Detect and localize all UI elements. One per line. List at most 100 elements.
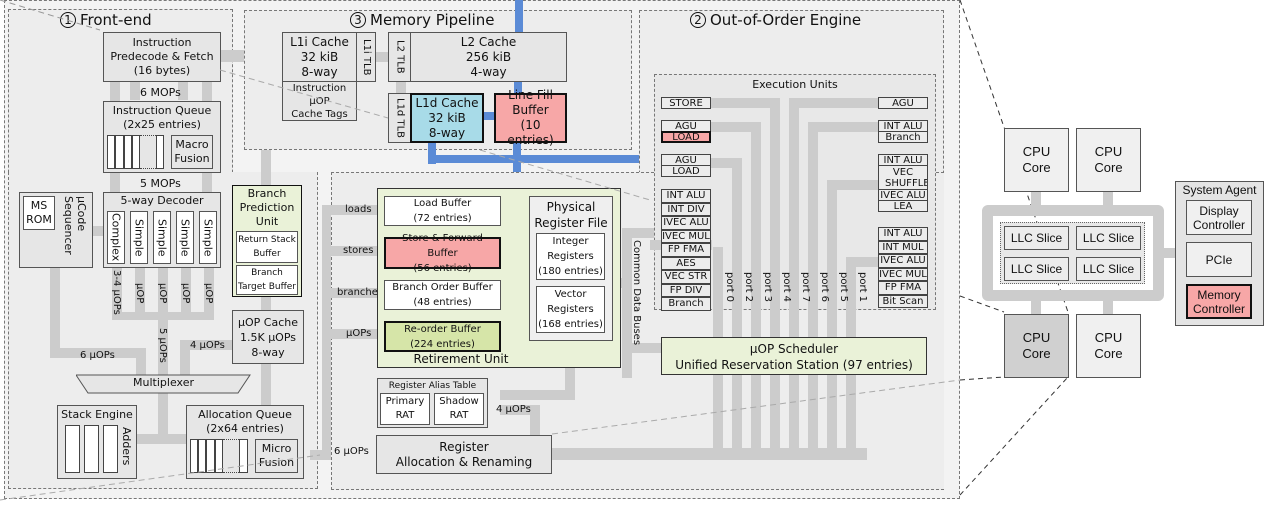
path — [202, 170, 212, 195]
label: 32 kiB — [300, 49, 339, 64]
label: Controller — [1192, 217, 1246, 232]
label: 8-way — [428, 125, 466, 140]
execution-units-title: Execution Units — [752, 78, 838, 91]
path — [110, 170, 120, 195]
label: Instruction Queue — [112, 104, 212, 117]
return-stack-buffer: Return Stack Buffer — [236, 231, 298, 263]
label: (180 entries) — [538, 266, 603, 277]
port-bus — [808, 122, 818, 460]
label: Registers — [547, 251, 594, 262]
uops-path — [322, 329, 380, 339]
decoder-complex: Complex — [107, 211, 125, 264]
input-label-branches: branches — [337, 287, 384, 298]
core-ring-link — [1031, 180, 1041, 210]
port-bus — [789, 98, 879, 108]
alloc-to-cache-path — [261, 355, 271, 405]
eu-port1-group: INT ALU INT MUL IVEC ALU IVEC MUL FP FMA… — [878, 227, 928, 308]
cpu-core: CPU Core — [1076, 128, 1141, 192]
mops-5-label: 5 MOPs — [140, 177, 181, 190]
label: L2 Cache — [460, 34, 517, 49]
port-bus — [827, 180, 879, 190]
label: Buffer — [512, 103, 549, 117]
path — [158, 268, 168, 318]
label: 8-way — [251, 345, 285, 359]
label: Macro — [175, 138, 209, 151]
primary-rat-box: Primary RAT — [380, 393, 430, 425]
uops-4-label: 4 µOPs — [190, 340, 225, 351]
label: RAT — [449, 410, 469, 421]
label: System Agent — [1182, 183, 1257, 197]
core-ring-link — [1103, 180, 1113, 210]
label: (2x64 entries) — [206, 422, 284, 435]
label: PCIe — [1205, 252, 1233, 267]
label: 1.5K µOPs — [239, 330, 297, 344]
llc-slice: LLC Slice — [1076, 257, 1141, 281]
register-renaming-box: Register Allocation & Renaming — [376, 435, 552, 474]
branches-path — [322, 288, 380, 298]
l2-cache-box: L2 Cache 256 kiB 4-way — [410, 32, 567, 82]
label: 8-way — [301, 64, 338, 79]
port-label: port 7 — [800, 272, 811, 303]
section-number-1: 1 — [60, 12, 76, 28]
port-bus — [846, 257, 880, 267]
mops-6-label: 6 MOPs — [140, 86, 181, 99]
label: Fusion — [174, 152, 210, 165]
path — [110, 80, 120, 110]
cpu-core: CPU Core — [1004, 128, 1069, 192]
section-number-3: 3 — [350, 12, 366, 28]
uops-6-rename-label: 6 µOPs — [334, 446, 369, 457]
multiplexer — [76, 374, 251, 394]
display-controller-box: Display Controller — [1186, 200, 1252, 235]
label: (56 entries) — [413, 262, 472, 274]
line-fill-buffer-box: Line Fill Buffer (10 entries) — [494, 88, 567, 147]
decoder-output-label: µOP — [134, 283, 145, 304]
eu-unit: INT ALU — [661, 189, 711, 203]
integer-registers-box: Integer Registers (180 entries) — [536, 233, 605, 280]
section-title: Front-end — [80, 11, 152, 29]
store-forward-buffer-box: Store & Forward Buffer (56 entries) — [384, 233, 501, 274]
label: (168 entries) — [538, 319, 603, 330]
port-label: port 2 — [743, 272, 754, 303]
label: 5-way Decoder — [120, 194, 204, 207]
memory-controller-box: Memory Controller — [1186, 284, 1252, 319]
section-title: Memory Pipeline — [370, 11, 495, 29]
decoder-simple: Simple — [130, 211, 148, 264]
uops-6-label: 6 µOPs — [80, 350, 115, 361]
label: Store & Forward Buffer — [402, 232, 483, 259]
reorder-buffer-box: Re-order Buffer (224 entries) — [384, 321, 501, 352]
path — [178, 80, 188, 100]
label: Prediction — [239, 201, 295, 214]
adder-slot — [84, 425, 99, 473]
decoder-output-label: µOP — [157, 283, 168, 304]
iq-slots — [107, 135, 164, 169]
label: (72 entries) — [413, 213, 472, 224]
path — [112, 268, 122, 318]
eu-branch: Branch — [878, 131, 928, 143]
ooo-title: 2 Out-of-Order Engine — [690, 11, 861, 29]
label: Line Fill — [508, 88, 553, 102]
loads-path — [322, 205, 380, 215]
eu-port0-group: INT ALU INT DIV IVEC ALU IVEC MUL FP FMA… — [661, 189, 711, 311]
label: Memory — [1197, 287, 1241, 302]
path — [180, 340, 190, 378]
section-title: Out-of-Order Engine — [710, 11, 862, 29]
port-bus — [770, 98, 780, 460]
multiplexer-label: Multiplexer — [133, 376, 194, 389]
label: Return Stack — [238, 235, 296, 245]
port-bus — [808, 122, 880, 132]
label: ROM — [26, 213, 52, 226]
prf-feed-path — [500, 390, 575, 400]
label: (48 entries) — [413, 297, 472, 308]
label: Buffer — [253, 249, 281, 259]
uop-cache-tags-box: Instruction µOP Cache Tags — [282, 81, 357, 121]
label: (10 entries) — [507, 118, 554, 147]
l1d-tlb-box: L1d TLB — [388, 93, 411, 143]
label: Controller — [1192, 301, 1246, 316]
cdb-bus — [622, 228, 660, 238]
label: Primary — [385, 396, 425, 407]
rat-rename-path — [530, 405, 540, 440]
label: Allocation & Renaming — [395, 454, 533, 469]
llc-slice: LLC Slice — [1004, 226, 1069, 250]
port-label: port 5 — [838, 272, 849, 303]
uop-scheduler-box: µOP Scheduler Unified Reservation Statio… — [661, 337, 927, 375]
